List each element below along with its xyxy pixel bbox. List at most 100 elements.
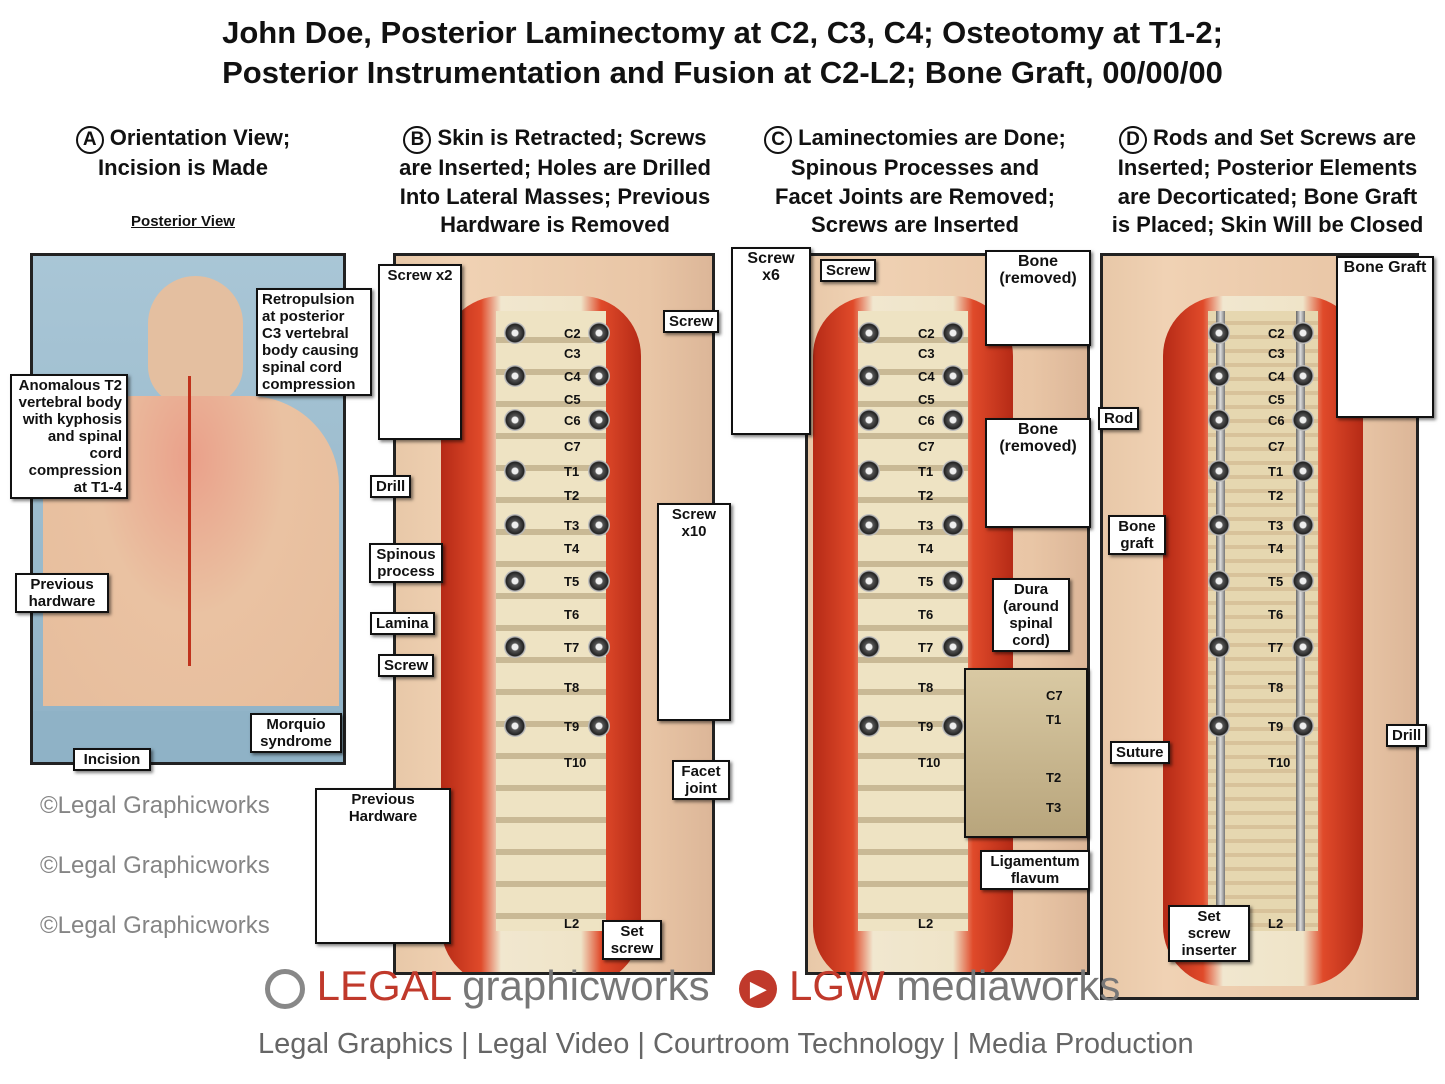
- step-d-line: Inserted; Posterior Elements: [1117, 155, 1418, 180]
- inset-screw-x6: Screw x6: [731, 247, 811, 435]
- footer-tagline: Legal Graphics | Legal Video | Courtroom…: [258, 1028, 1194, 1060]
- step-b-line: Skin is Retracted; Screws: [437, 125, 707, 150]
- vertebra-label: C2: [564, 326, 581, 341]
- screw-head-icon: [858, 460, 880, 482]
- vertebra-label: T9: [1268, 719, 1284, 734]
- vertebra-label: C5: [564, 392, 581, 407]
- label-screw: Screw: [820, 259, 877, 282]
- spine-illustration: [858, 311, 968, 931]
- inset-bone-graft: Bone Graft: [1336, 256, 1434, 418]
- screw-head-icon: [942, 409, 964, 431]
- screw-head-icon: [858, 365, 880, 387]
- screw-head-icon: [588, 570, 610, 592]
- inset-bone-removed-1: Bone (removed): [985, 250, 1091, 346]
- title-line-1: John Doe, Posterior Laminectomy at C2, C…: [222, 15, 1223, 50]
- step-a-letter: A: [75, 126, 104, 154]
- vertebra-label: C4: [918, 369, 935, 384]
- inset-previous-hardware: Previous Hardware: [315, 788, 451, 944]
- screw-head-icon: [504, 715, 526, 737]
- vertebra-label: T8: [1268, 680, 1284, 695]
- screw-head-icon: [942, 570, 964, 592]
- vertebra-label: T5: [1268, 574, 1284, 589]
- screw-head-icon: [588, 636, 610, 658]
- label-suture: Suture: [1110, 741, 1170, 764]
- footer-brands: LEGAL graphicworks ▶ LGW mediaworks: [265, 962, 1120, 1010]
- brand-lgw: LGW: [788, 962, 885, 1009]
- label-spinous-process: Spinous process: [369, 543, 443, 583]
- vertebra-label: T6: [918, 607, 934, 622]
- screw-head-icon: [1292, 460, 1314, 482]
- step-d-letter: D: [1119, 126, 1148, 154]
- inset-screw-x2: Screw x2: [378, 264, 462, 440]
- vertebra-label: C3: [1268, 346, 1285, 361]
- inset-bone-removed-2: Bone (removed): [985, 418, 1091, 528]
- vertebra-label: T6: [1268, 607, 1284, 622]
- screw-head-icon: [1292, 409, 1314, 431]
- vertebra-label: C3: [918, 346, 935, 361]
- step-b-letter: B: [403, 126, 432, 154]
- vertebra-label: T10: [1268, 755, 1291, 770]
- step-c-line: Facet Joints are Removed;: [775, 183, 1055, 209]
- screw-head-icon: [504, 365, 526, 387]
- vertebra-label: C6: [564, 413, 581, 428]
- screw-head-icon: [942, 322, 964, 344]
- screw-head-icon: [504, 636, 526, 658]
- screw-head-icon: [942, 460, 964, 482]
- screw-head-icon: [504, 460, 526, 482]
- incision-line: [188, 376, 191, 666]
- screw-head-icon: [1208, 460, 1230, 482]
- step-c-letter: C: [764, 126, 793, 154]
- magnifier-icon: [265, 968, 305, 1009]
- vertebra-label: T4: [918, 541, 934, 556]
- vertebra-label: L2: [564, 916, 580, 931]
- screw-head-icon: [588, 514, 610, 536]
- label-retropulsion: Retropulsion at posterior C3 vertebral b…: [256, 288, 372, 396]
- screw-head-icon: [942, 514, 964, 536]
- label-bone-graft: Bone graft: [1108, 515, 1166, 555]
- inset-vertebra-label: C7: [1046, 688, 1063, 703]
- vertebra-label: T1: [564, 464, 580, 479]
- inset-screw-x10: Screw x10: [657, 503, 731, 721]
- screw-head-icon: [588, 409, 610, 431]
- screw-head-icon: [858, 636, 880, 658]
- vertebra-label: T4: [1268, 541, 1284, 556]
- vertebra-label: T8: [564, 680, 580, 695]
- vertebra-label: T5: [564, 574, 580, 589]
- screw-head-icon: [504, 514, 526, 536]
- label-rod: Rod: [1098, 407, 1140, 430]
- screw-head-icon: [588, 322, 610, 344]
- vertebra-label: C3: [564, 346, 581, 361]
- label-screw-2: Screw: [378, 654, 435, 677]
- step-a-line: Orientation View;: [109, 125, 291, 150]
- vertebra-label: C5: [1268, 392, 1285, 407]
- screw-head-icon: [588, 365, 610, 387]
- label-dura: Dura (around spinal cord): [992, 578, 1070, 652]
- vertebra-label: C4: [564, 369, 581, 384]
- title-line-2: Posterior Instrumentation and Fusion at …: [222, 55, 1223, 90]
- vertebra-label: T9: [564, 719, 580, 734]
- screw-head-icon: [1208, 365, 1230, 387]
- step-b-line: are Inserted; Holes are Drilled: [399, 155, 711, 180]
- vertebra-label: C7: [564, 439, 581, 454]
- vertebra-label: L2: [918, 916, 934, 931]
- watermark: ©Legal Graphicworks: [40, 852, 270, 879]
- vertebra-label: T1: [918, 464, 934, 479]
- vertebra-label: T6: [564, 607, 580, 622]
- vertebra-label: T2: [1268, 488, 1284, 503]
- screw-head-icon: [504, 409, 526, 431]
- vertebra-label: T3: [564, 518, 580, 533]
- label-set-screw: Set screw: [602, 920, 662, 960]
- vertebra-label: T1: [1268, 464, 1284, 479]
- inset-vertebra-label: T2: [1046, 770, 1062, 785]
- brand-graphicworks: graphicworks: [450, 962, 710, 1009]
- vertebra-label: C2: [1268, 326, 1285, 341]
- spine-illustration: [496, 311, 606, 931]
- vertebra-label: C5: [918, 392, 935, 407]
- label-ligamentum-flavum: Ligamentum flavum: [980, 850, 1090, 890]
- label-screw: Screw: [663, 310, 720, 333]
- step-a-line: Incision is Made: [98, 155, 268, 180]
- screw-head-icon: [858, 514, 880, 536]
